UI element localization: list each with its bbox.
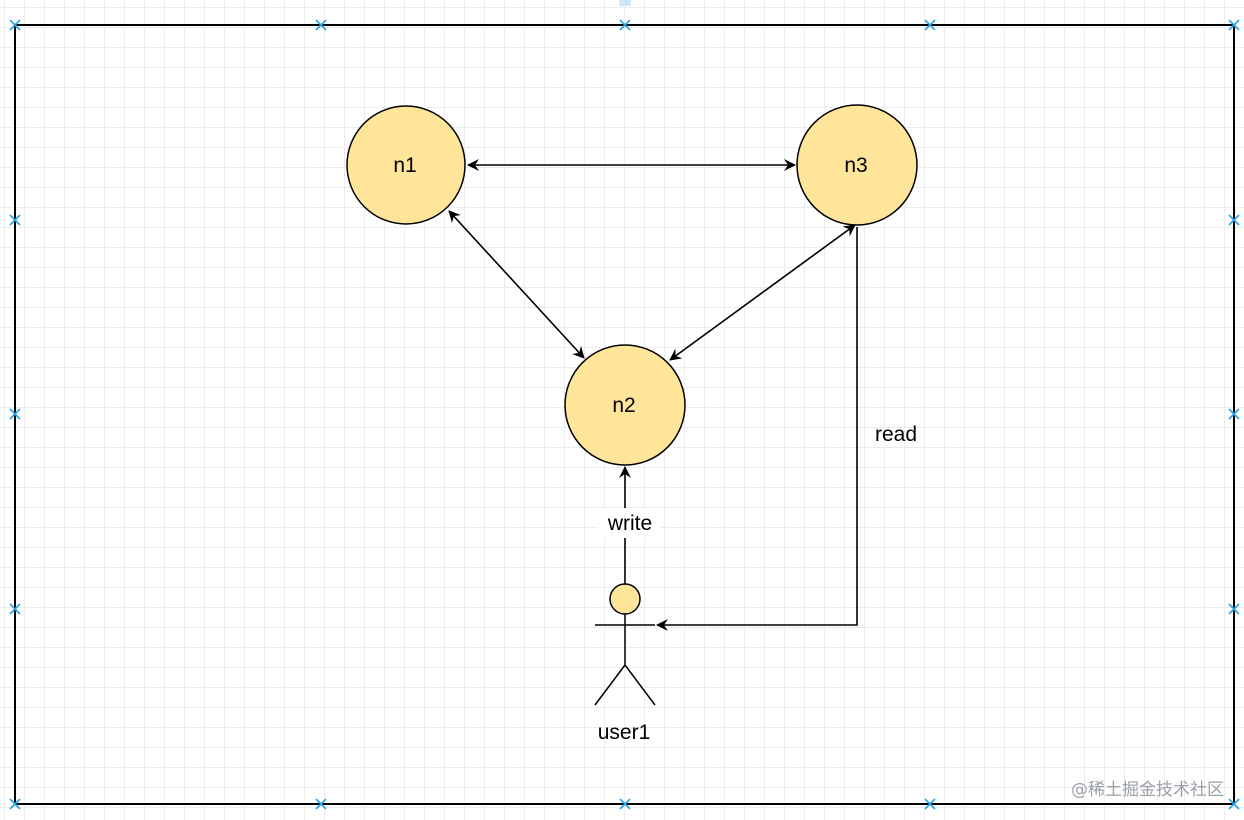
selection-handle[interactable]	[315, 19, 327, 31]
selection-handle[interactable]	[1228, 798, 1240, 810]
edge-n3-n2[interactable]	[669, 224, 856, 361]
selection-handle[interactable]	[9, 603, 21, 615]
selection-handle[interactable]	[9, 798, 21, 810]
selection-handle[interactable]	[315, 798, 327, 810]
node-n2[interactable]: n2	[564, 344, 686, 466]
write-label: write	[607, 512, 652, 535]
node-n3[interactable]: n3	[796, 104, 918, 226]
selection-handle[interactable]	[9, 408, 21, 420]
selection-handle[interactable]	[619, 19, 631, 31]
node-n3-circle[interactable]	[796, 104, 918, 226]
node-n1-label: n1	[393, 154, 416, 177]
actor-left-leg	[594, 664, 626, 706]
selection-handle[interactable]	[1228, 408, 1240, 420]
selection-handle[interactable]	[9, 19, 21, 31]
actor-right-leg	[624, 664, 656, 706]
actor-user1[interactable]: user1	[594, 583, 656, 744]
top-handle-marker[interactable]	[619, 0, 631, 6]
node-n2-label: n2	[612, 394, 635, 417]
node-n3-label: n3	[844, 154, 867, 177]
node-n1-circle[interactable]	[346, 105, 466, 225]
selection-handle[interactable]	[619, 798, 631, 810]
node-n1[interactable]: n1	[346, 105, 466, 225]
actor-label: user1	[598, 721, 651, 744]
edge-n1-n2[interactable]	[448, 210, 585, 359]
selection-handle[interactable]	[1228, 19, 1240, 31]
write-label-background	[598, 508, 660, 538]
selection-handle[interactable]	[924, 798, 936, 810]
selection-handle[interactable]	[924, 19, 936, 31]
selection-handle[interactable]	[9, 214, 21, 226]
selection-handles[interactable]	[9, 0, 1240, 810]
selection-handle[interactable]	[1228, 603, 1240, 615]
watermark: @稀土掘金技术社区	[1071, 780, 1224, 800]
read-label: read	[875, 423, 917, 446]
selection-handle[interactable]	[1228, 214, 1240, 226]
node-n2-circle[interactable]	[564, 344, 686, 466]
actor-head	[609, 583, 641, 615]
edge-read[interactable]	[656, 227, 858, 631]
